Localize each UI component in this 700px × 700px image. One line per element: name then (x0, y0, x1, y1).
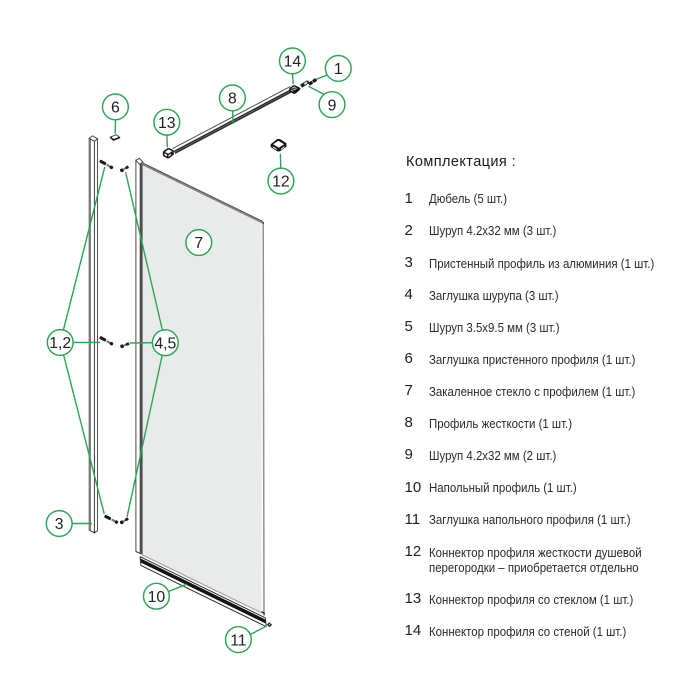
svg-text:12: 12 (272, 174, 290, 191)
svg-text:9: 9 (328, 97, 337, 114)
svg-text:14: 14 (284, 54, 302, 71)
svg-text:4,5: 4,5 (154, 335, 176, 352)
svg-text:1,2: 1,2 (49, 335, 71, 352)
svg-text:11: 11 (230, 632, 247, 649)
svg-text:13: 13 (158, 115, 176, 132)
svg-text:7: 7 (194, 235, 203, 252)
svg-text:10: 10 (148, 589, 166, 606)
svg-text:1: 1 (334, 61, 343, 78)
svg-text:6: 6 (111, 100, 120, 117)
svg-text:8: 8 (228, 91, 237, 108)
svg-text:3: 3 (55, 516, 64, 533)
